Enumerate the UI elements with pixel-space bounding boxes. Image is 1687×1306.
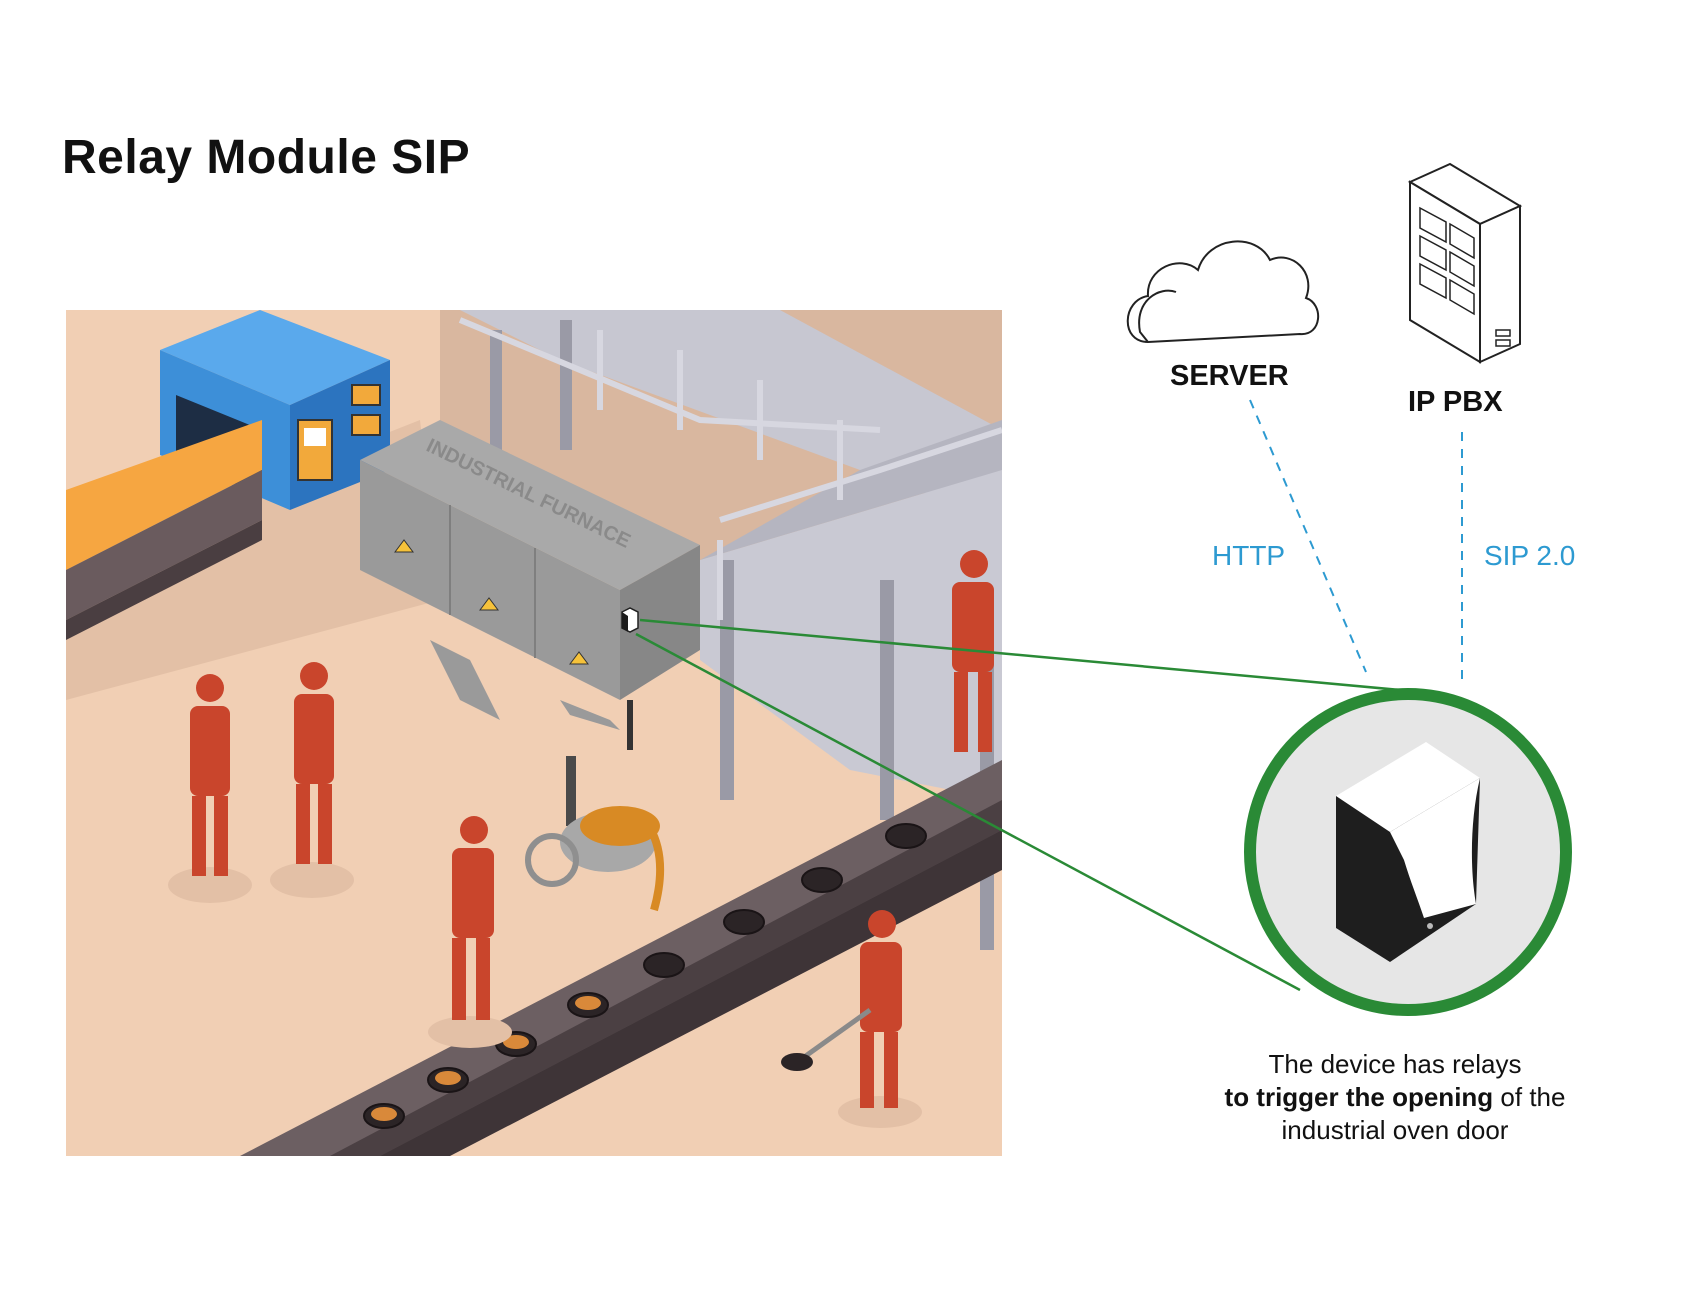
connection-links xyxy=(1249,399,1463,684)
caption-line-2-rest: of the xyxy=(1493,1082,1566,1112)
worker-2 xyxy=(270,662,354,898)
device-zoom-circle xyxy=(1244,688,1572,1016)
caption-line-3: industrial oven door xyxy=(1281,1115,1509,1145)
caption: The device has relays to trigger the ope… xyxy=(1160,1048,1630,1147)
cloud-icon xyxy=(1126,240,1320,344)
http-label: HTTP xyxy=(1212,540,1286,571)
walkway xyxy=(458,310,1002,950)
pbx-label: IP PBX xyxy=(1408,386,1503,418)
sip-label: SIP 2.0 xyxy=(1484,540,1576,571)
factory-illustration: INDUSTRIAL FURNACE xyxy=(66,310,1002,1156)
worker-1 xyxy=(168,674,252,903)
server-rack-icon xyxy=(1407,162,1523,364)
top-conveyor xyxy=(66,420,262,640)
bottom-conveyor xyxy=(240,760,1002,1156)
relay-device-small xyxy=(621,607,639,633)
caption-line-2: to trigger the opening of the xyxy=(1160,1081,1630,1114)
worker-3 xyxy=(428,816,512,1048)
server-label: SERVER xyxy=(1170,360,1289,392)
relay-device-large xyxy=(1336,742,1480,962)
http-link-line xyxy=(1249,399,1367,673)
caption-line-1: The device has relays xyxy=(1268,1049,1522,1079)
worker-4 xyxy=(781,910,922,1128)
callout-lines xyxy=(635,618,1401,992)
caption-bold: to trigger the opening xyxy=(1224,1082,1494,1112)
ladle xyxy=(525,756,665,912)
page-title: Relay Module SIP xyxy=(62,131,471,184)
